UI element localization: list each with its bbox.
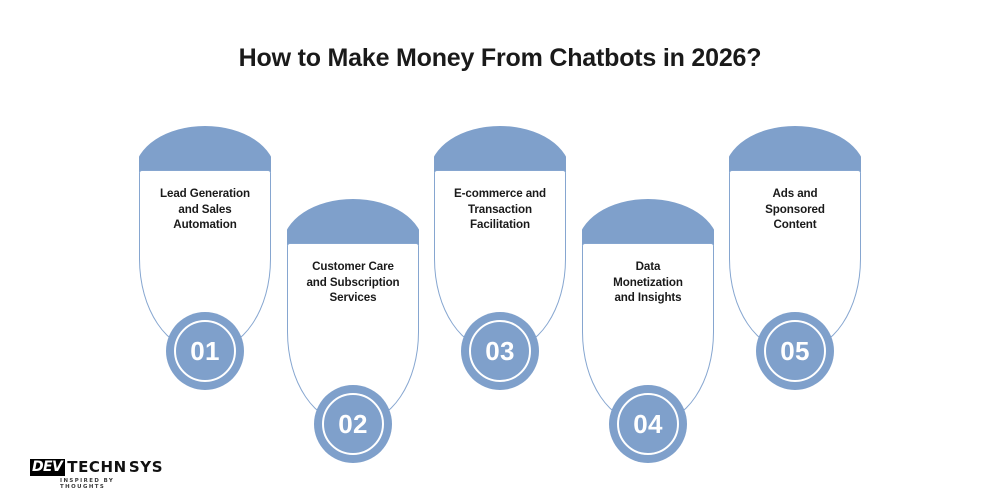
card-label-line-3: Automation — [173, 218, 237, 232]
step-card-05[interactable]: Ads and Sponsored Content 05 — [729, 126, 861, 391]
step-number-02: 02 — [338, 408, 368, 439]
card-label-line-2: Transaction — [468, 202, 532, 216]
card-body-05 — [729, 170, 861, 351]
card-label-line-2: Sponsored — [765, 202, 825, 216]
step-card-01[interactable]: Lead Generation and Sales Automation 01 — [139, 126, 271, 391]
card-label-line-2: and Sales — [178, 202, 232, 216]
card-label-01: Lead Generation and Sales Automation — [143, 186, 267, 233]
card-label-04: Data Monetization and Insights — [586, 259, 710, 306]
logo-tagline: INSPIRED BY THOUGHTS — [60, 478, 115, 490]
card-label-05: Ads and Sponsored Content — [733, 186, 857, 233]
card-label-line-3: Facilitation — [470, 218, 530, 232]
step-badge-04[interactable]: 04 — [609, 385, 687, 463]
logo-word-part2: SYS — [128, 458, 164, 476]
step-card-04[interactable]: Data Monetization and Insights 04 — [582, 199, 714, 464]
step-number-04: 04 — [633, 408, 663, 439]
step-number-03: 03 — [485, 335, 515, 366]
step-card-03[interactable]: E-commerce and Transaction Facilitation … — [434, 126, 566, 391]
card-label-line-3: and Insights — [614, 291, 682, 305]
card-label-line-3: Services — [329, 291, 377, 305]
logo-dev-mark: DEV — [30, 459, 66, 476]
card-label-02: Customer Care and Subscription Services — [291, 259, 415, 306]
page-title: How to Make Money From Chatbots in 2026? — [238, 44, 762, 72]
card-label-line-1: Customer Care — [312, 260, 394, 273]
card-label-line-2: Monetization — [613, 275, 683, 289]
brand-logo: DEV TECHN SYS INSPIRED BY THOUGHTS — [30, 458, 164, 490]
step-badge-05[interactable]: 05 — [756, 312, 834, 390]
card-dome-02 — [287, 199, 419, 245]
card-dome-03 — [434, 126, 566, 172]
card-label-line-3: Content — [773, 218, 817, 232]
logo-word-part1: TECHN — [67, 458, 127, 476]
step-card-02[interactable]: Customer Care and Subscription Services … — [287, 199, 419, 464]
step-badge-01[interactable]: 01 — [166, 312, 244, 390]
card-label-line-1: Lead Generation — [160, 187, 250, 200]
card-label-03: E-commerce and Transaction Facilitation — [438, 186, 562, 233]
card-label-line-1: Ads and — [772, 187, 818, 200]
card-label-line-1: E-commerce and — [453, 187, 547, 200]
card-dome-05 — [729, 126, 861, 172]
card-label-line-1: Data — [635, 260, 661, 273]
card-dome-04 — [582, 199, 714, 245]
card-dome-01 — [139, 126, 271, 172]
step-badge-03[interactable]: 03 — [461, 312, 539, 390]
step-number-01: 01 — [190, 335, 220, 366]
card-label-line-2: and Subscription — [306, 275, 400, 289]
step-number-05: 05 — [780, 335, 810, 366]
step-badge-02[interactable]: 02 — [314, 385, 392, 463]
logo-wordmark-row: DEV TECHN SYS — [30, 458, 164, 477]
